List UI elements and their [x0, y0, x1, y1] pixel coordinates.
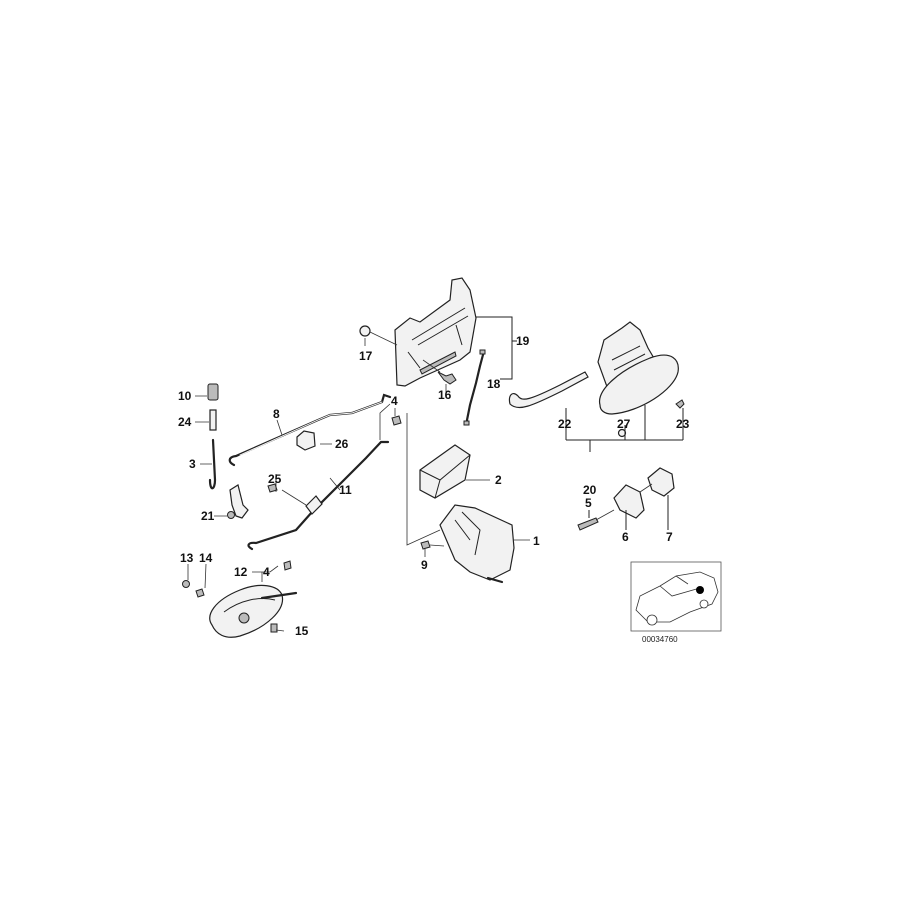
callout-6: 6 — [622, 530, 629, 544]
callout-26: 26 — [335, 437, 349, 451]
sleeve-part-24 — [209, 409, 217, 431]
callout-1: 1 — [533, 534, 540, 548]
callout-27: 27 — [617, 417, 631, 431]
lock-housing-part-6 — [613, 484, 645, 519]
callout-10: 10 — [178, 389, 192, 403]
screw-part-14 — [195, 588, 205, 598]
callout-4-top: 4 — [391, 394, 398, 408]
callout-17: 17 — [359, 349, 373, 363]
callout-19: 19 — [516, 334, 530, 348]
location-marker-icon — [696, 586, 704, 594]
callout-21: 21 — [201, 509, 215, 523]
callout-18: 18 — [487, 377, 501, 391]
callout-2: 2 — [495, 473, 502, 487]
clip-part-4-bottom — [283, 560, 292, 571]
nut-part-13 — [182, 580, 190, 588]
rod-end-part-18 — [479, 349, 486, 355]
callout-16: 16 — [438, 388, 452, 402]
callout-3: 3 — [189, 457, 196, 471]
callout-13: 13 — [180, 551, 194, 565]
handle-bar-part-22 — [508, 371, 589, 409]
drawing-number: 00034760 — [642, 635, 678, 644]
callout-9: 9 — [421, 558, 428, 572]
callout-5: 5 — [585, 496, 592, 510]
clip-part-4-top — [391, 415, 402, 426]
callout-15: 15 — [295, 624, 309, 638]
callout-12: 12 — [234, 565, 248, 579]
callout-11: 11 — [339, 483, 352, 497]
lever-part-21 — [229, 484, 249, 519]
handle-carrier-part — [394, 277, 477, 387]
part-26 — [296, 430, 316, 451]
callout-23: 23 — [676, 417, 690, 431]
callout-14: 14 — [199, 551, 213, 565]
callout-24: 24 — [178, 415, 192, 429]
callout-22: 22 — [558, 417, 572, 431]
knob-part-10 — [207, 383, 219, 401]
screw-part-9 — [420, 540, 431, 550]
gasket-part-7 — [647, 467, 675, 497]
outer-door-handle-part — [597, 321, 685, 438]
screw-part-16 — [437, 371, 457, 385]
callout-4-bottom: 4 — [263, 565, 270, 579]
screw-part-25 — [267, 483, 278, 493]
callout-8: 8 — [273, 407, 280, 421]
car-location-inset — [630, 561, 722, 632]
callout-25: 25 — [268, 472, 282, 486]
cable-clip-part-11 — [305, 495, 323, 515]
grommet-part-17 — [359, 325, 371, 337]
callout-7: 7 — [666, 530, 673, 544]
screw-part-5 — [577, 517, 599, 531]
clip-part-15 — [270, 623, 278, 633]
actuator-part-2 — [419, 444, 471, 499]
callout-20: 20 — [583, 483, 597, 497]
